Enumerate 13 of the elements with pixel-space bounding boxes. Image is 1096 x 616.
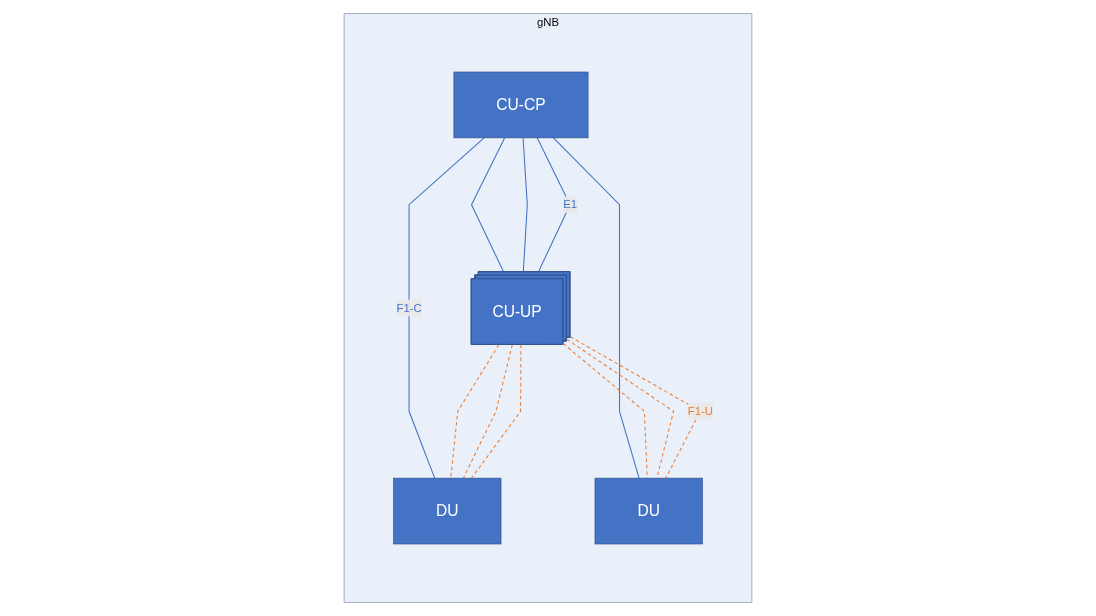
connector <box>450 344 500 479</box>
connector <box>522 137 528 273</box>
edge-label: F1-U <box>687 404 713 417</box>
edge-label: F1-C <box>396 301 422 314</box>
connector <box>552 137 640 479</box>
connector <box>408 137 485 479</box>
node-box: DU <box>393 477 502 545</box>
node-box: DU <box>594 477 703 545</box>
edge-label: E1 <box>563 198 577 211</box>
node-box: CU-CP <box>453 71 589 139</box>
connector <box>470 137 506 273</box>
connector <box>462 344 513 479</box>
connector <box>470 344 522 479</box>
